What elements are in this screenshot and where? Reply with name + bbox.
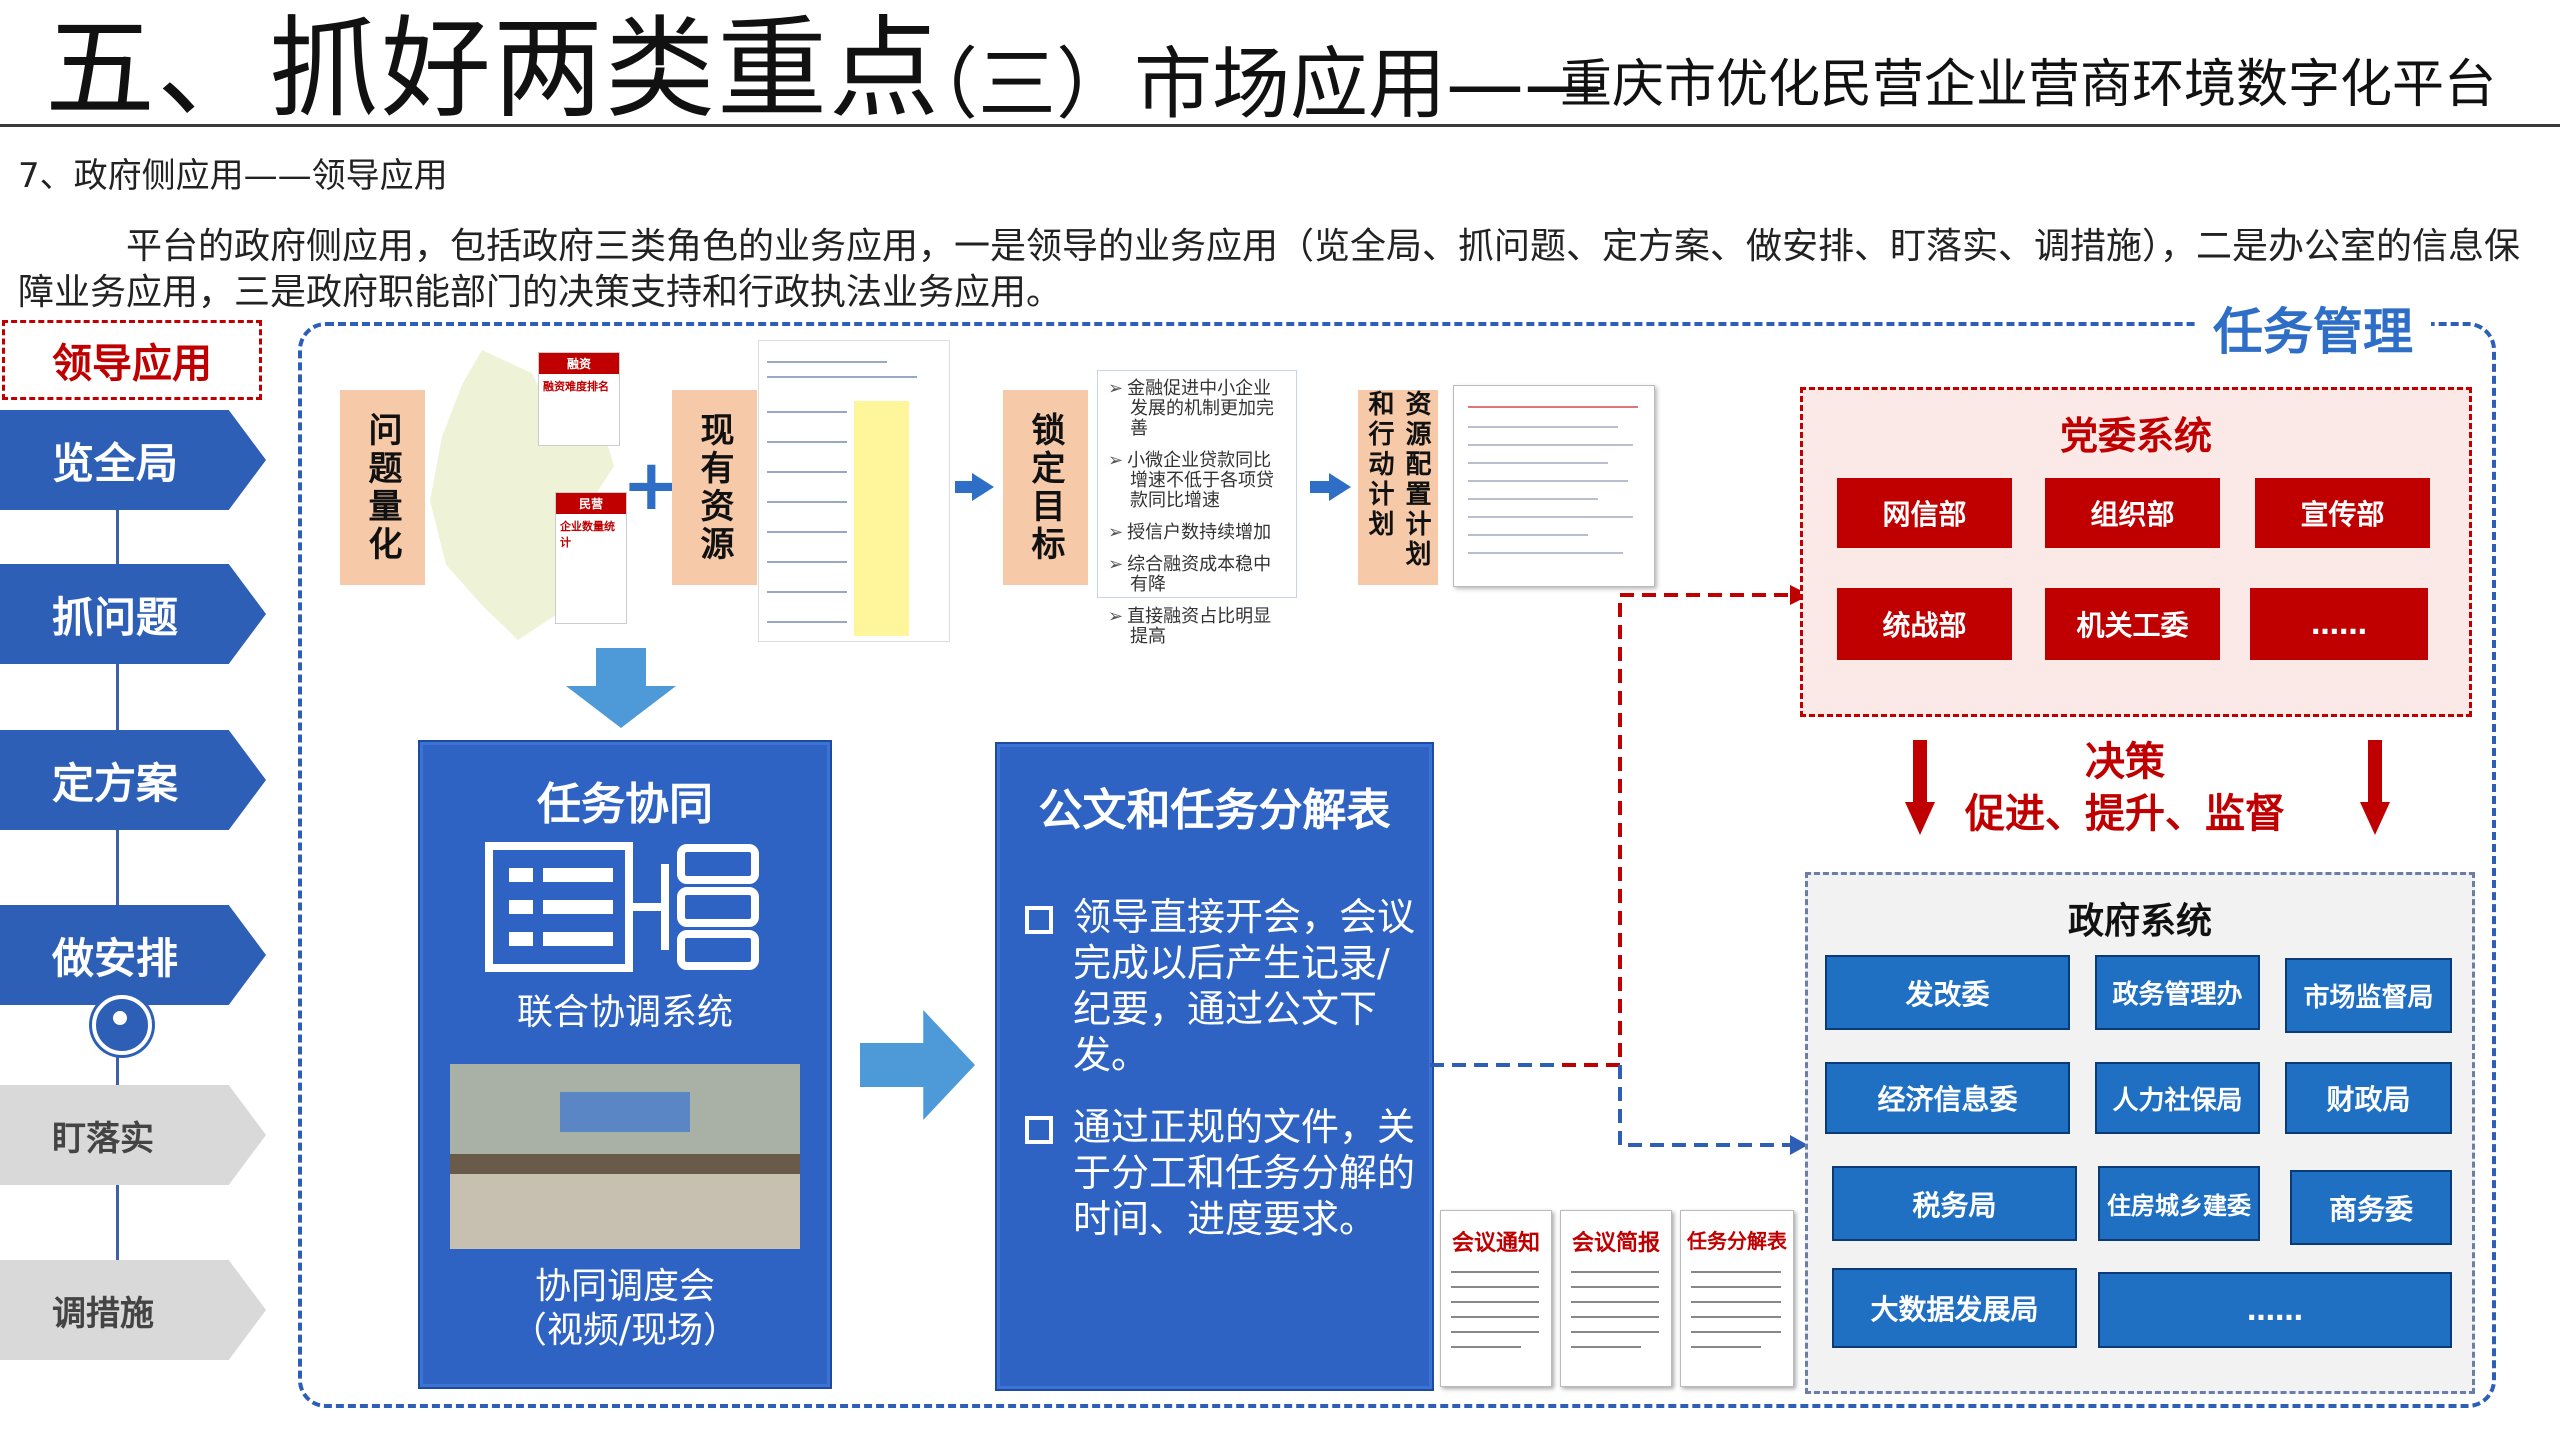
page-title: 五、抓好两类重点 bbox=[45, 5, 941, 133]
nav-item-adjust[interactable]: 调措施 bbox=[0, 1260, 266, 1360]
party-system-title: 党委系统 bbox=[2059, 414, 2212, 458]
step-lock-target: 锁定目标 bbox=[1003, 390, 1088, 585]
checkbox-icon bbox=[1025, 906, 1053, 934]
lead-app-label: 领导应用 bbox=[2, 320, 262, 400]
meeting-mode-label: （视频/现场） bbox=[510, 1310, 740, 1351]
nav-item-problems[interactable]: 抓问题 bbox=[0, 564, 266, 664]
red-down-arrow-icon bbox=[2360, 740, 2390, 835]
map-card-financing: 融资 融资难度排名 bbox=[538, 352, 620, 446]
task-coordination-panel: 任务协同 联合协调系统 协同调度会 （视频/现场） bbox=[418, 740, 832, 1389]
step-existing-resources: 现有资源 bbox=[672, 390, 757, 585]
target-item: 金融促进中小企业发展的机制更加完善 bbox=[1127, 379, 1286, 439]
gov-item-admin-office[interactable]: 政务管理办 bbox=[2095, 955, 2260, 1030]
nav-item-overview[interactable]: 览全局 bbox=[0, 410, 266, 510]
resource-table-image bbox=[758, 340, 950, 642]
gov-item-tax[interactable]: 税务局 bbox=[1832, 1166, 2077, 1241]
gov-item-hr-social[interactable]: 人力社保局 bbox=[2095, 1062, 2260, 1134]
doc-thumb-breakdown[interactable]: 任务分解表 bbox=[1680, 1210, 1794, 1387]
bullet-item: 领导直接开会，会议完成以后产生记录/纪要，通过公文下发。 bbox=[1025, 894, 1415, 1078]
checkbox-icon bbox=[1025, 1116, 1053, 1144]
meeting-room-photo bbox=[450, 1064, 800, 1249]
down-arrow-icon bbox=[566, 648, 676, 728]
flow-arrow-shaft bbox=[955, 481, 973, 493]
org-chart-icon bbox=[485, 842, 759, 972]
gov-item-big-data[interactable]: 大数据发展局 bbox=[1832, 1268, 2077, 1348]
connector-lines bbox=[1430, 585, 1810, 1155]
party-item-organization[interactable]: 组织部 bbox=[2045, 478, 2220, 548]
gov-item-ndrc[interactable]: 发改委 bbox=[1825, 955, 2070, 1030]
gov-item-finance[interactable]: 财政局 bbox=[2285, 1062, 2452, 1134]
decision-line-1: 决策 bbox=[2085, 739, 2165, 785]
map-card-title: 民营 bbox=[556, 493, 626, 514]
panel-title: 任务协同 bbox=[537, 779, 713, 830]
nav-timeline bbox=[116, 470, 119, 1300]
target-item: 综合融资成本稳中有降 bbox=[1127, 555, 1286, 595]
target-list: 金融促进中小企业发展的机制更加完善 小微企业贷款同比增速不低于各项贷款同比增速 … bbox=[1097, 370, 1297, 647]
party-item-org-work[interactable]: 机关工委 bbox=[2045, 588, 2220, 660]
party-item-publicity[interactable]: 宣传部 bbox=[2255, 478, 2430, 548]
doc-thumb-briefing[interactable]: 会议简报 bbox=[1560, 1210, 1672, 1387]
nav-item-track[interactable]: 盯落实 bbox=[0, 1085, 266, 1185]
doc-thumb-title: 会议通知 bbox=[1451, 1230, 1540, 1256]
location-pin-icon bbox=[92, 995, 152, 1055]
step-problem-quantify: 问题量化 bbox=[340, 390, 425, 585]
bullet-item: 通过正规的文件，关于分工和任务分解的时间、进度要求。 bbox=[1025, 1104, 1415, 1242]
map-card-title: 融资 bbox=[539, 353, 619, 374]
task-management-frame bbox=[298, 322, 2496, 1408]
red-down-arrow-icon bbox=[1905, 740, 1935, 835]
party-item-more[interactable]: …… bbox=[2250, 588, 2428, 660]
document-task-panel: 公文和任务分解表 领导直接开会，会议完成以后产生记录/纪要，通过公文下发。 通过… bbox=[995, 742, 1434, 1391]
map-card-text: 企业数量统计 bbox=[560, 520, 615, 549]
party-item-cyberspace[interactable]: 网信部 bbox=[1837, 478, 2012, 548]
target-item: 小微企业贷款同比增速不低于各项贷款同比增速 bbox=[1127, 451, 1286, 511]
nav-item-arrange[interactable]: 做安排 bbox=[0, 905, 266, 1005]
task-management-label: 任务管理 bbox=[2195, 292, 2431, 364]
decision-line-2: 促进、提升、监督 bbox=[1965, 791, 2285, 837]
flow-arrow-icon bbox=[972, 473, 994, 501]
flow-arrow-icon bbox=[1329, 473, 1351, 501]
target-item: 授信户数持续增加 bbox=[1127, 523, 1286, 543]
page-subtitle: （三）市场应用—— bbox=[900, 40, 1603, 130]
nav-item-plan[interactable]: 定方案 bbox=[0, 730, 266, 830]
step-resource-plan: 资源配置计划和行动计划 bbox=[1358, 390, 1438, 585]
coord-system-label: 联合协调系统 bbox=[516, 992, 733, 1033]
party-system-box bbox=[1800, 387, 2472, 717]
panel-title: 公文和任务分解表 bbox=[1038, 785, 1391, 836]
bullet-text: 领导直接开会，会议完成以后产生记录/纪要，通过公文下发。 bbox=[1073, 895, 1416, 1077]
map-card-private: 民营 企业数量统计 bbox=[555, 492, 627, 624]
flow-arrow-shaft bbox=[1310, 481, 1330, 493]
map-card-text: 融资难度排名 bbox=[543, 380, 609, 393]
action-plan-image bbox=[1453, 385, 1655, 587]
target-item: 直接融资占比明显提高 bbox=[1127, 607, 1286, 647]
bullet-text: 通过正规的文件，关于分工和任务分解的时间、进度要求。 bbox=[1073, 1105, 1416, 1241]
intro-paragraph: 平台的政府侧应用，包括政府三类角色的业务应用，一是领导的业务应用（览全局、抓问题… bbox=[18, 226, 2521, 313]
gov-item-market-supervision[interactable]: 市场监督局 bbox=[2285, 958, 2452, 1033]
gov-item-housing[interactable]: 住房城乡建委 bbox=[2098, 1166, 2260, 1241]
gov-item-economy-info[interactable]: 经济信息委 bbox=[1825, 1062, 2070, 1134]
doc-thumb-title: 会议简报 bbox=[1571, 1230, 1660, 1256]
page-subtitle-platform: 重庆市优化民营企业营商环境数字化平台 bbox=[1560, 55, 2497, 115]
gov-item-more[interactable]: …… bbox=[2098, 1272, 2452, 1348]
doc-thumb-title: 任务分解表 bbox=[1687, 1229, 1787, 1253]
party-item-united-front[interactable]: 统战部 bbox=[1837, 588, 2012, 660]
title-divider bbox=[0, 124, 2560, 127]
doc-thumb-notice[interactable]: 会议通知 bbox=[1440, 1210, 1552, 1387]
gov-system-title: 政府系统 bbox=[2067, 901, 2212, 942]
decision-text: 决策 促进、提升、监督 bbox=[1960, 736, 2290, 840]
meeting-label: 协同调度会 bbox=[534, 1266, 715, 1307]
doc-bullets: 领导直接开会，会议完成以后产生记录/纪要，通过公文下发。 通过正规的文件，关于分… bbox=[1025, 894, 1415, 1268]
plus-icon: + bbox=[622, 444, 681, 526]
gov-item-commerce[interactable]: 商务委 bbox=[2290, 1170, 2452, 1245]
section-heading: 7、政府侧应用——领导应用 bbox=[18, 156, 448, 196]
